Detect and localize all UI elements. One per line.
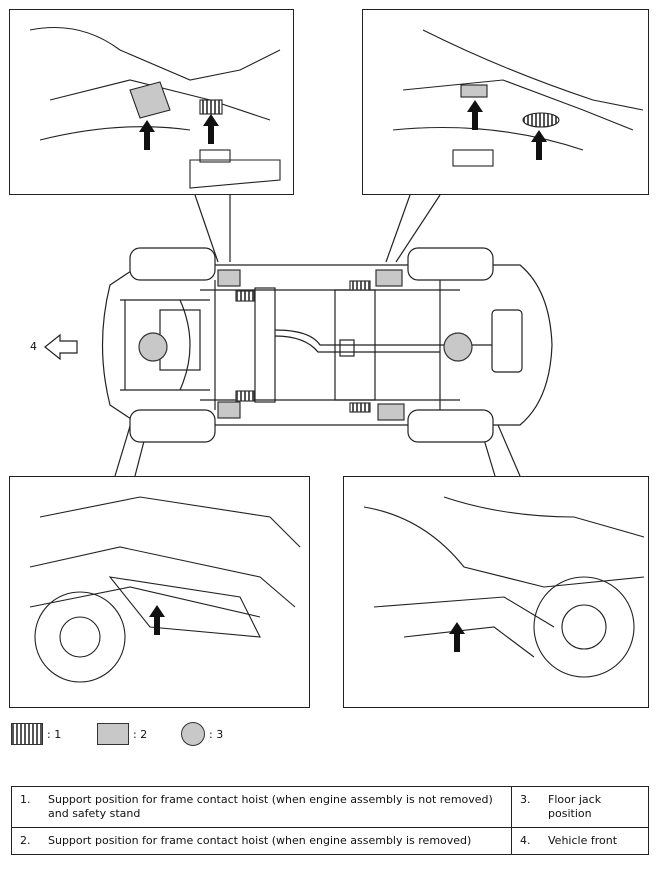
vehicle-front-callout: 4	[30, 340, 37, 353]
key-text: Vehicle front	[540, 827, 649, 855]
support-position-2-markers	[217, 269, 405, 421]
key-text: Support position for frame contact hoist…	[40, 827, 512, 855]
pad-1-rear-right	[349, 402, 371, 413]
legend-item-3: : 3	[181, 722, 223, 746]
detail-front-left-support	[9, 9, 294, 195]
key-number: 3.	[511, 786, 540, 828]
key-number: 4.	[511, 827, 540, 855]
pad-2-front-left	[217, 269, 241, 287]
key-text: Support position for frame contact hoist…	[40, 786, 512, 828]
key-number: 1.	[11, 786, 40, 828]
striped-swatch-icon	[11, 723, 43, 745]
legend-item-1: : 1	[11, 722, 61, 746]
legend-label: : 1	[47, 727, 62, 741]
pad-2-rear-left	[375, 269, 403, 287]
legend-label: : 3	[209, 727, 224, 741]
detail-rear-left-support	[362, 9, 649, 195]
key-table: 1. Support position for frame contact ho…	[11, 786, 649, 855]
pad-1-front-right	[235, 390, 255, 402]
legend-item-2: : 2	[97, 722, 147, 746]
key-text: Floor jack position	[540, 786, 649, 828]
legend-label: : 2	[133, 727, 148, 741]
circle-swatch-icon	[181, 722, 205, 746]
pad-2-front-right	[217, 401, 241, 419]
key-number: 2.	[11, 827, 40, 855]
solid-swatch-icon	[97, 723, 129, 745]
table-row: 1. Support position for frame contact ho…	[11, 786, 649, 828]
pad-1-rear-left	[349, 280, 371, 291]
detail-front-jack-point	[9, 476, 310, 708]
vehicle-underside	[101, 247, 553, 443]
detail-rear-jack-point	[343, 476, 649, 708]
pad-2-rear-right	[377, 403, 405, 421]
table-row: 2. Support position for frame contact ho…	[11, 827, 649, 855]
support-position-1-markers	[235, 280, 371, 413]
floor-jack-markers	[138, 332, 473, 362]
vehicle-front-arrow	[44, 333, 78, 361]
pad-1-front-left	[235, 290, 255, 302]
jack-front	[138, 332, 168, 362]
jack-rear	[443, 332, 473, 362]
